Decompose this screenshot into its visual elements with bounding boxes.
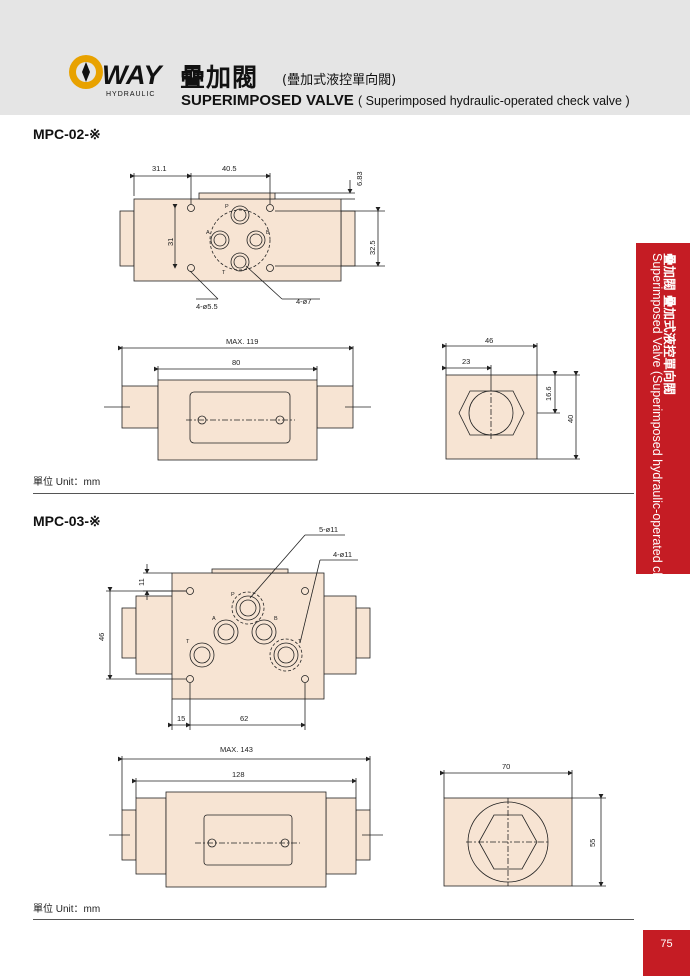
dim-02-32-5: 32.5: [368, 240, 377, 255]
page-header: [0, 0, 690, 115]
dim-02-23: 23: [462, 357, 470, 366]
dim-03-70: 70: [502, 762, 510, 771]
title-english: SUPERIMPOSED VALVE ( Superimposed hydrau…: [181, 92, 630, 109]
svg-text:HYDRAULIC: HYDRAULIC: [106, 91, 155, 98]
dim-02-46: 46: [485, 336, 493, 345]
dim-02-40: 40: [566, 415, 575, 423]
dim-03-55: 55: [588, 839, 597, 847]
port-02-p: P: [225, 204, 229, 210]
mpc03-side-view: [440, 770, 606, 887]
model-mpc02: MPC-02-※: [33, 126, 101, 142]
divider-1: [33, 493, 634, 494]
dim-02-80: 80: [232, 358, 240, 367]
unit-note-2: 單位 Unit：mm: [33, 904, 101, 915]
dim-03-128: 128: [232, 770, 245, 779]
dim-03-holes-big: 5-ø11: [319, 525, 338, 534]
dim-03-46: 46: [97, 633, 106, 641]
port-03-a: A: [212, 616, 216, 622]
dim-02-holes-small: 4-ø5.5: [196, 302, 218, 311]
dim-02-31: 31: [166, 238, 175, 246]
mpc02-side-view: [442, 343, 580, 460]
title-english-sub: ( Superimposed hydraulic-operated check …: [357, 94, 630, 108]
dim-02-holes-big: 4-ø7: [296, 297, 311, 306]
dim-02-max: MAX. 119: [226, 337, 258, 346]
port-03-t2: T: [298, 639, 302, 645]
model-mpc03: MPC-03-※: [33, 513, 101, 529]
title-chinese: 疊加閥: [180, 63, 259, 92]
dim-03-max: MAX. 143: [220, 745, 253, 754]
company-logo: WAY HYDRAULIC: [69, 55, 164, 98]
unit-note-1: 單位 Unit：mm: [33, 477, 101, 488]
side-tab: 疊加閥 疊加式液控單向閥 Superimposed Valve (Superim…: [636, 243, 690, 574]
port-03-b: B: [274, 616, 278, 622]
dim-03-15: 15: [177, 714, 185, 723]
port-02-a: A: [206, 230, 210, 236]
port-03-p: P: [231, 592, 235, 598]
divider-2: [33, 919, 634, 920]
title-chinese-sub: (疊加式液控單向閥): [282, 73, 397, 88]
mpc02-top-view: [119, 173, 385, 300]
dim-03-11: 11: [137, 578, 146, 586]
port-02-t: T: [222, 270, 226, 276]
port-03-t1: T: [186, 639, 190, 645]
page-number: 75: [643, 930, 690, 976]
dim-02-40-5: 40.5: [222, 164, 237, 173]
mpc03-top-view: [106, 534, 371, 730]
dim-02-31-1: 31.1: [152, 164, 167, 173]
dim-03-holes-small: 4-ø11: [333, 550, 352, 559]
dim-03-62: 62: [240, 714, 248, 723]
svg-text:WAY: WAY: [102, 60, 164, 90]
dim-02-6-83: 6.83: [355, 171, 364, 186]
mpc03-front-view: [109, 756, 383, 888]
mpc02-front-view: [104, 345, 371, 461]
dim-02-16-6: 16.6: [544, 386, 553, 401]
port-02-b: B: [266, 230, 270, 236]
